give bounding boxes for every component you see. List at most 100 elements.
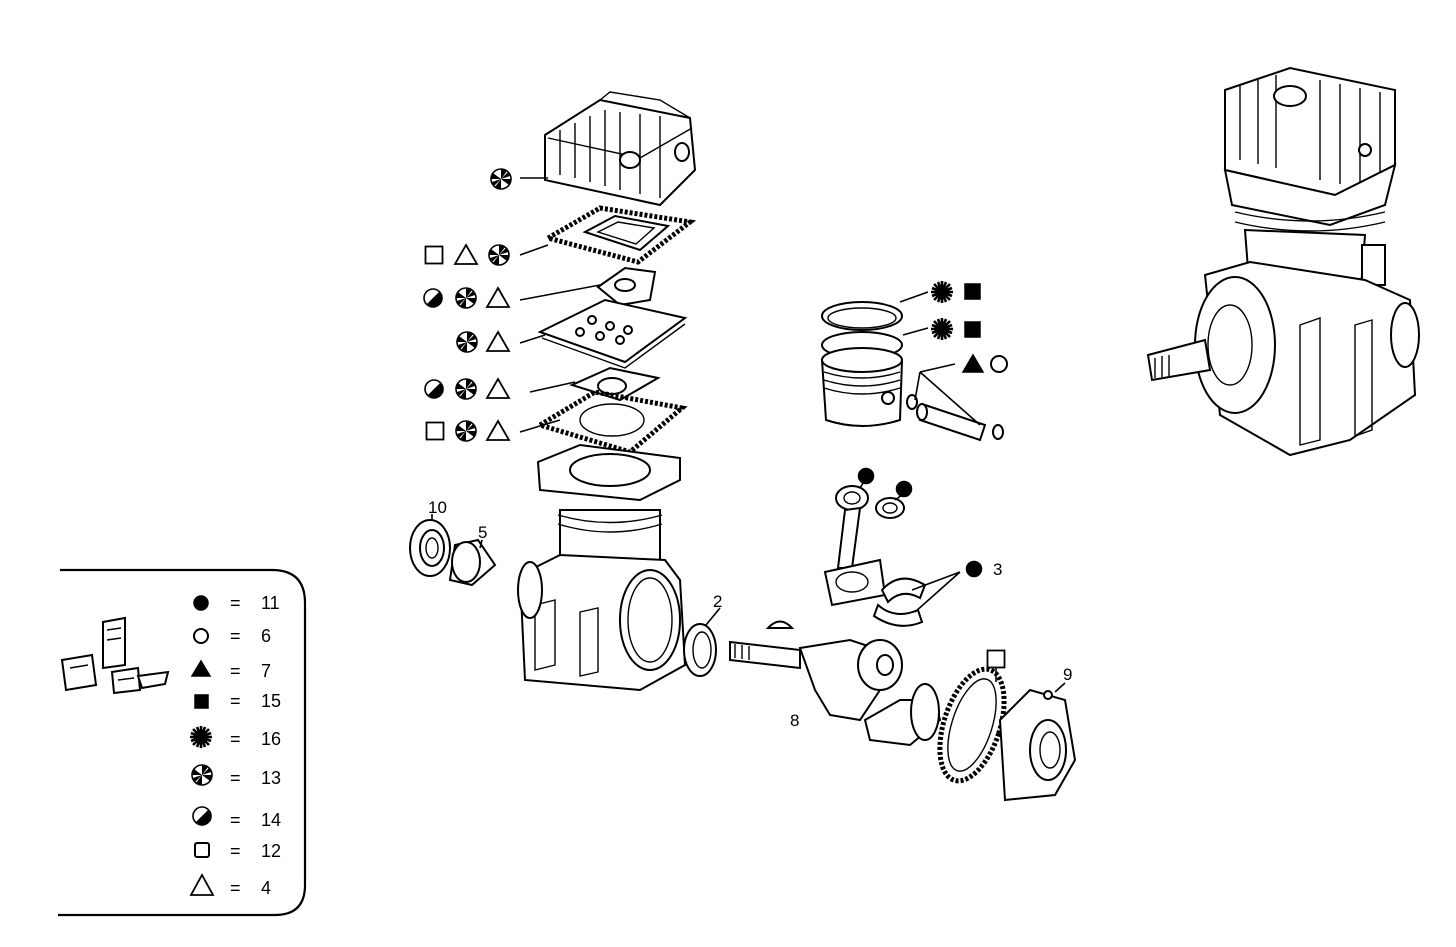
filled-square-icon — [964, 283, 981, 300]
connecting-rod — [823, 485, 887, 607]
piston-ring-top — [821, 301, 903, 331]
half-circle-icon — [424, 379, 444, 399]
symbol-ring-middle — [929, 316, 981, 342]
hollow-triangle-icon — [486, 420, 510, 441]
symbol-rod — [857, 467, 913, 498]
filled-triangle-icon — [190, 659, 212, 677]
cylinder-head — [544, 91, 697, 207]
asterisk-icon — [929, 316, 955, 342]
legend-row-5: = 13 — [191, 764, 281, 788]
hollow-square-icon — [194, 842, 210, 858]
legend-row-3: = 15 — [194, 691, 281, 711]
leader-lines — [431, 177, 1066, 693]
legend-row-0: = 11 — [193, 593, 280, 613]
symbol-ring-top — [929, 279, 981, 305]
filled-circle-icon — [193, 595, 209, 611]
half-circle-icon — [423, 288, 443, 308]
symbol-reed-valve — [424, 378, 510, 400]
hollow-triangle-icon — [486, 378, 510, 399]
symbol-head-gasket — [424, 244, 510, 266]
crankshaft — [729, 638, 942, 747]
callout-3: 3 — [993, 560, 1002, 579]
filled-circle-icon — [857, 467, 875, 485]
spoked-circle-icon — [191, 764, 213, 786]
callout-2: 2 — [713, 592, 722, 611]
symbol-valve-gasket — [423, 287, 510, 309]
legend-value: 14 — [261, 810, 281, 830]
legend-box: = 11 = 6 = 7 = 15 = 16 = 13 — [58, 568, 307, 917]
legend-row-8: = 4 — [189, 873, 271, 898]
legend-value: 15 — [261, 691, 281, 711]
legend-value: 12 — [261, 841, 281, 861]
symbol-pin — [961, 353, 1008, 373]
hollow-circle-icon — [990, 355, 1008, 373]
head-gasket — [541, 205, 697, 265]
legend-equals: = — [230, 768, 241, 788]
piston-pin — [916, 403, 987, 442]
filled-circle-icon — [965, 560, 983, 578]
symbol-bearing — [965, 560, 983, 578]
legend-value: 16 — [261, 729, 281, 749]
symbol-head — [490, 168, 512, 190]
callout-8: 8 — [790, 711, 799, 730]
callout-9: 9 — [1063, 665, 1072, 684]
legend-row-2: = 7 — [190, 659, 271, 681]
legend-equals: = — [230, 841, 241, 861]
hollow-triangle-icon — [189, 873, 215, 896]
legend-row-4: = 16 — [188, 724, 281, 750]
hollow-square-icon — [425, 421, 445, 441]
legend-value: 6 — [261, 626, 271, 646]
legend-row-1: = 6 — [193, 626, 271, 646]
assembled-compressor — [1146, 66, 1420, 457]
symbol-cylinder-gasket — [425, 420, 510, 442]
thrust-washer — [683, 623, 717, 677]
callout-5: 5 — [478, 523, 487, 542]
legend-row-7: = 12 — [194, 841, 281, 861]
oil-seal — [409, 519, 451, 577]
cylinder-gasket — [533, 389, 688, 455]
legend-value: 13 — [261, 768, 281, 788]
spoked-circle-icon — [490, 168, 512, 190]
legend-value: 4 — [261, 878, 271, 898]
circlip — [906, 394, 1004, 440]
spoked-circle-icon — [488, 244, 510, 266]
legend-equals: = — [230, 878, 241, 898]
asterisk-icon — [929, 279, 955, 305]
legend-equals: = — [230, 626, 241, 646]
legend-equals: = — [230, 729, 241, 749]
filled-square-icon — [964, 321, 981, 338]
legend-equals: = — [230, 691, 241, 711]
reed-valve — [569, 366, 661, 402]
piston — [820, 347, 904, 427]
legend-equals: = — [230, 593, 241, 613]
half-circle-icon — [192, 806, 212, 826]
legend-row-6: = 14 — [192, 806, 281, 830]
spoked-circle-icon — [455, 287, 477, 309]
hollow-triangle-icon — [486, 331, 510, 352]
valve-plate — [537, 298, 688, 369]
woodruff-key — [765, 620, 795, 629]
filled-triangle-icon — [961, 353, 985, 373]
legend-value: 11 — [261, 593, 280, 613]
legend-equals: = — [230, 661, 241, 681]
hollow-square-icon — [424, 245, 444, 265]
bearing-shells — [872, 577, 927, 627]
spoked-circle-icon — [456, 331, 478, 353]
symbol-valve-plate — [456, 331, 510, 353]
legend-value: 7 — [261, 661, 271, 681]
filled-circle-icon — [895, 480, 913, 498]
small-end-bushing — [875, 497, 905, 519]
asterisk-icon — [188, 724, 214, 750]
hollow-triangle-icon — [454, 244, 478, 265]
end-cover — [998, 688, 1077, 802]
spoked-circle-icon — [455, 420, 477, 442]
bush — [448, 538, 497, 587]
callout-10: 10 — [428, 498, 447, 517]
hollow-circle-icon — [193, 628, 209, 644]
kit-illustration — [60, 616, 170, 695]
hollow-triangle-icon — [486, 287, 510, 308]
crankcase — [517, 443, 687, 692]
filled-square-icon — [194, 694, 209, 709]
hollow-square-icon — [986, 649, 1006, 669]
